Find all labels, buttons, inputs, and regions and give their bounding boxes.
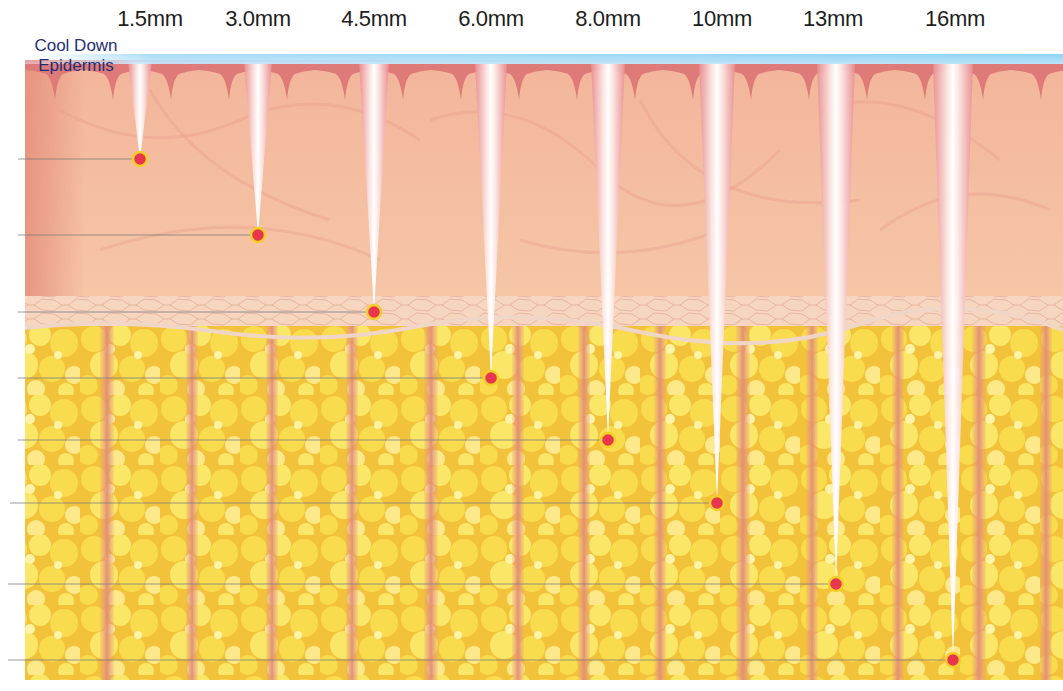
depth-label: 4.5mm bbox=[341, 6, 407, 32]
depth-label: 10mm bbox=[692, 6, 752, 32]
depth-label: 3.0mm bbox=[225, 6, 291, 32]
label-box: 1.5mm bbox=[150, 6, 216, 32]
label-box: 13mm bbox=[833, 6, 893, 32]
depth-label: 1.5mm bbox=[117, 6, 183, 32]
cooling-note: Cool Down Epidermis bbox=[26, 36, 126, 76]
label-box: 10mm bbox=[722, 6, 782, 32]
label-box: 8.0mm bbox=[608, 6, 674, 32]
label-box: 6.0mm bbox=[491, 6, 557, 32]
label-box: 4.5mm bbox=[374, 6, 440, 32]
depth-label: 13mm bbox=[803, 6, 863, 32]
label-box: 16mm bbox=[955, 6, 1015, 32]
depth-label: 16mm bbox=[925, 6, 985, 32]
depth-label: 8.0mm bbox=[575, 6, 641, 32]
label-box: 3.0mm bbox=[258, 6, 324, 32]
depth-label: 6.0mm bbox=[458, 6, 524, 32]
label-box: Cool Down Epidermis bbox=[26, 36, 126, 76]
